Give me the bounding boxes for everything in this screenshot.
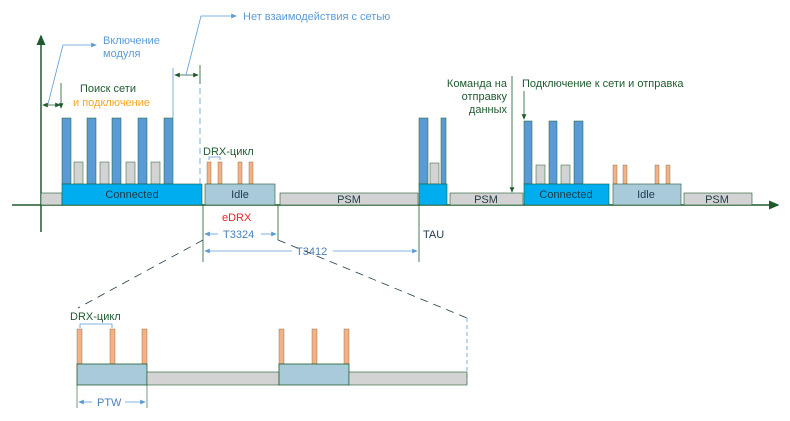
state-psm-1	[279, 192, 419, 206]
drx-bar	[343, 328, 350, 365]
ptw-label: PTW	[97, 397, 122, 409]
t3324-label: T3324	[223, 229, 254, 241]
tx-bar	[523, 120, 533, 185]
zoom-line-right	[277, 239, 468, 319]
pre-power-block	[40, 192, 63, 206]
tau-label: TAU	[423, 229, 444, 241]
no-interaction-callout	[185, 13, 237, 76]
drx-bar	[109, 328, 116, 365]
drx-bar	[237, 161, 243, 185]
rx-bar	[73, 161, 84, 185]
zoom-line-left	[77, 239, 204, 309]
state-psm-2	[449, 192, 524, 206]
detail-sleep-1	[146, 371, 280, 386]
no-interaction-label: Нет взаимодействия с сетью	[243, 11, 390, 23]
drx-cycle-detail-label: DRX-цикл	[70, 311, 121, 323]
state-idle-1	[204, 183, 276, 206]
drx-bar	[622, 164, 628, 185]
send-command-label-2: отправку	[462, 91, 508, 103]
connected-2-bars	[523, 120, 584, 185]
power-on-label-2: модуля	[103, 48, 141, 60]
tx-bar	[111, 117, 122, 185]
drx-bar	[654, 164, 660, 185]
rx-bar	[99, 161, 110, 185]
drx-cycle-detail-bracket	[79, 323, 113, 328]
state-connected-2-label: Connected	[539, 189, 592, 201]
search-label-1: Поиск сети	[80, 83, 136, 95]
tx-bar	[548, 120, 558, 185]
edrx-label: eDRX	[222, 212, 252, 224]
connected-1-bars	[61, 117, 174, 185]
detail-ptw-2	[278, 363, 350, 386]
state-idle-2-label: Idle	[637, 189, 655, 201]
state-psm-3	[683, 192, 753, 206]
drx-cycle-bracket	[208, 156, 221, 160]
drx-bar	[665, 164, 671, 185]
detail-drx-bars	[76, 328, 350, 365]
state-connected-1-label: Connected	[105, 189, 158, 201]
drx-bar	[76, 328, 83, 365]
state-psm-1-label: PSM	[337, 194, 361, 206]
drx-bar	[217, 161, 223, 185]
detail-ptw-1	[76, 363, 148, 386]
state-tau-connected	[418, 183, 448, 206]
tx-bar	[137, 117, 148, 185]
tx-bar	[440, 117, 447, 185]
power-on-label-1: Включение	[103, 35, 160, 47]
rx-bar	[150, 161, 161, 185]
rx-bar	[125, 161, 136, 185]
drx-bar	[206, 161, 212, 185]
rx-bar	[535, 164, 546, 185]
state-idle-1-label: Idle	[231, 189, 249, 201]
tx-bar	[86, 117, 97, 185]
drx-bar	[141, 328, 148, 365]
connect-send-label: Подключение к сети и отправка	[522, 78, 684, 90]
detail-sleep-2	[348, 371, 468, 386]
state-connected-2	[523, 183, 610, 206]
drx-cycle-label: DRX-цикл	[203, 146, 254, 158]
rx-bar	[429, 162, 440, 185]
t3412-label: T3412	[296, 246, 327, 258]
idle-2-drx-bars	[612, 164, 671, 185]
state-psm-2-label: PSM	[474, 194, 498, 206]
idle-1-drx-bars	[206, 161, 254, 185]
state-connected-1	[61, 183, 203, 206]
drx-bar	[612, 164, 618, 185]
tx-bar	[418, 117, 429, 185]
tx-bar	[163, 117, 174, 185]
tx-bar	[573, 120, 584, 185]
rx-bar	[560, 164, 571, 185]
power-on-callout	[47, 42, 97, 105]
tau-bars	[418, 117, 447, 185]
drx-bar	[311, 328, 318, 365]
send-command-label-3: данных	[469, 104, 508, 116]
drx-bar	[248, 161, 254, 185]
search-label-2: и подключение	[73, 97, 150, 109]
state-psm-3-label: PSM	[705, 194, 729, 206]
drx-bar	[278, 328, 285, 365]
tx-bar	[61, 117, 72, 185]
state-idle-2	[612, 183, 682, 206]
send-command-label-1: Команда на	[447, 78, 508, 90]
